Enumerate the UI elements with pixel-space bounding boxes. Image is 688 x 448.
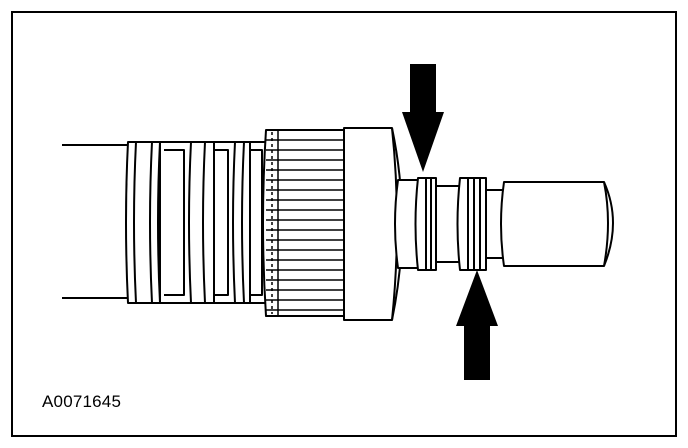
- end-stub: [500, 181, 614, 267]
- arrow-up-icon: [456, 270, 498, 380]
- end-stub-face: [603, 181, 609, 267]
- seal-ring-lower: [456, 177, 487, 271]
- spline-teeth: [266, 130, 344, 316]
- grooved-body: [125, 141, 269, 304]
- spline-section: [262, 129, 345, 317]
- arrow-down-icon: [402, 64, 444, 172]
- collar: [343, 127, 403, 321]
- groove-bands: [128, 141, 263, 304]
- figure-id-label: A0071645: [42, 392, 122, 411]
- shaft-assembly: [62, 127, 614, 321]
